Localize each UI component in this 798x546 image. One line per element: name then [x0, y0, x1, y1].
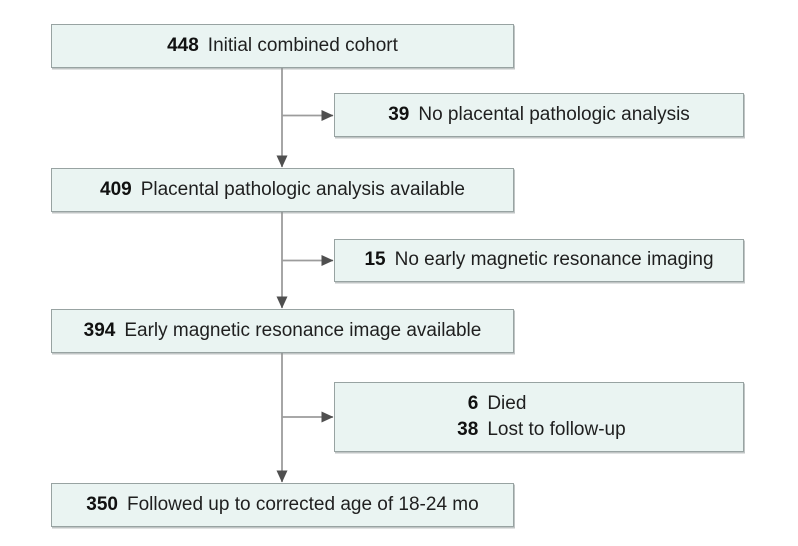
box-content: 409 Placental pathologic analysis availa…: [100, 177, 465, 203]
count-label: Lost to follow-up: [487, 419, 626, 440]
count-value: 39: [388, 103, 410, 125]
count-label: Early magnetic resonance image available: [124, 319, 482, 341]
count-value: 409: [100, 178, 132, 200]
count-value: 394: [83, 319, 116, 341]
box-content: 448 Initial combined cohort: [167, 33, 398, 59]
flow-box-no-placental-pathology: 39 No placental pathologic analysis: [334, 93, 744, 137]
flow-box-no-early-mri: 15 No early magnetic resonance imaging: [334, 239, 744, 282]
box-row: 409 Placental pathologic analysis availa…: [100, 177, 465, 203]
count-value: 448: [167, 34, 199, 56]
count-value: 15: [364, 249, 386, 271]
count-label: Followed up to corrected age of 18-24 mo: [126, 493, 479, 515]
box-content: 350 Followed up to corrected age of 18-2…: [86, 492, 478, 518]
count-value: 38: [457, 419, 479, 440]
box-row: 6 Died: [452, 391, 625, 417]
count-label: No placental pathologic analysis: [418, 103, 690, 125]
box-content: 6 Died 38 Lost to follow-up: [452, 391, 626, 443]
box-row: 39 No placental pathologic analysis: [388, 102, 690, 128]
count-label: Initial combined cohort: [207, 34, 398, 56]
box-content: 39 No placental pathologic analysis: [388, 102, 690, 128]
box-content: 15 No early magnetic resonance imaging: [364, 247, 713, 273]
box-row: 448 Initial combined cohort: [167, 33, 398, 59]
count-label: Placental pathologic analysis available: [140, 178, 465, 200]
count-value: 350: [86, 493, 118, 515]
flow-box-pathology-available: 409 Placental pathologic analysis availa…: [51, 168, 514, 212]
box-row: 15 No early magnetic resonance imaging: [364, 247, 713, 273]
box-row: 38 Lost to follow-up: [452, 417, 626, 443]
box-row: 394 Early magnetic resonance image avail…: [84, 318, 482, 344]
count-label: No early magnetic resonance imaging: [394, 249, 714, 271]
flow-box-died-lost-to-follow-up: 6 Died 38 Lost to follow-up: [334, 382, 744, 452]
box-content: 394 Early magnetic resonance image avail…: [84, 318, 482, 344]
flow-box-initial-cohort: 448 Initial combined cohort: [51, 24, 514, 68]
flow-box-early-mri-available: 394 Early magnetic resonance image avail…: [51, 309, 514, 353]
flow-box-followed-up: 350 Followed up to corrected age of 18-2…: [51, 483, 514, 527]
box-row: 350 Followed up to corrected age of 18-2…: [86, 492, 478, 518]
count-value: 6: [467, 392, 479, 414]
count-label: Died: [487, 392, 527, 414]
